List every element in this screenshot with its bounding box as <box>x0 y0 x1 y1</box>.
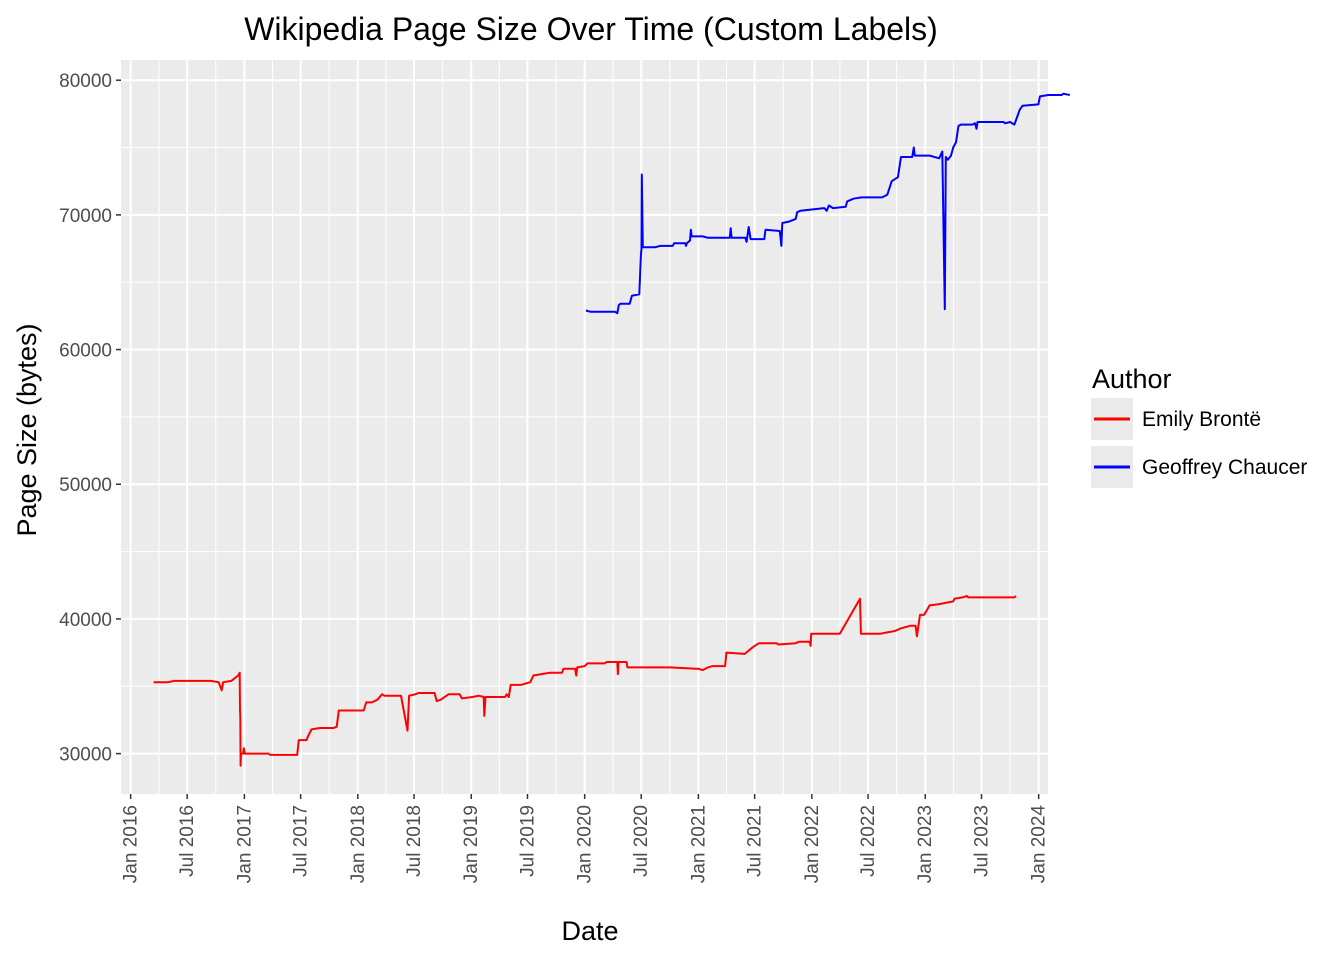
legend-label: Geoffrey Chaucer <box>1142 456 1307 479</box>
x-tick-label: Jul 2017 <box>291 805 312 877</box>
x-tick-label: Jan 2018 <box>348 805 369 883</box>
minor-gridlines <box>121 60 1048 794</box>
y-tick-label: 40000 <box>59 610 112 631</box>
y-tick-label: 30000 <box>59 745 112 766</box>
x-tick-label: Jan 2021 <box>688 805 709 883</box>
x-axis-title: Date <box>561 916 618 946</box>
y-axis: 30000 40000 50000 60000 70000 80000 <box>59 71 121 766</box>
y-tick-label: 50000 <box>59 475 112 496</box>
legend-label: Emily Brontë <box>1142 408 1261 431</box>
y-tick-label: 60000 <box>59 341 112 362</box>
x-tick-label: Jan 2019 <box>461 805 482 883</box>
x-axis: Jan 2016 Jul 2016 Jan 2017 Jul 2017 Jan 2018… <box>121 794 1050 883</box>
x-tick-label: Jul 2019 <box>517 805 538 877</box>
y-axis-title: Page Size (bytes) <box>12 323 42 536</box>
y-tick-label: 70000 <box>59 206 112 227</box>
major-gridlines <box>121 60 1048 794</box>
x-tick-label: Jul 2022 <box>858 805 879 877</box>
x-tick-label: Jul 2023 <box>971 805 992 877</box>
x-tick-label: Jul 2020 <box>631 805 652 877</box>
x-tick-label: Jan 2022 <box>802 805 823 883</box>
legend-title: Author <box>1092 364 1172 394</box>
series-line-emily-bront- <box>153 595 1017 767</box>
series-layer <box>153 92 1070 767</box>
x-tick-label: Jan 2020 <box>575 805 596 883</box>
chart-title: Wikipedia Page Size Over Time (Custom La… <box>244 11 938 47</box>
x-tick-label: Jan 2016 <box>121 805 142 883</box>
y-tick-label: 80000 <box>59 71 112 92</box>
series-line-geoffrey-chaucer <box>585 92 1070 315</box>
x-tick-label: Jul 2018 <box>404 805 425 877</box>
x-tick-label: Jul 2016 <box>177 805 198 877</box>
x-tick-label: Jan 2017 <box>234 805 255 883</box>
x-tick-label: Jan 2023 <box>915 805 936 883</box>
x-tick-label: Jan 2024 <box>1029 805 1050 884</box>
x-tick-label: Jul 2021 <box>745 805 766 877</box>
